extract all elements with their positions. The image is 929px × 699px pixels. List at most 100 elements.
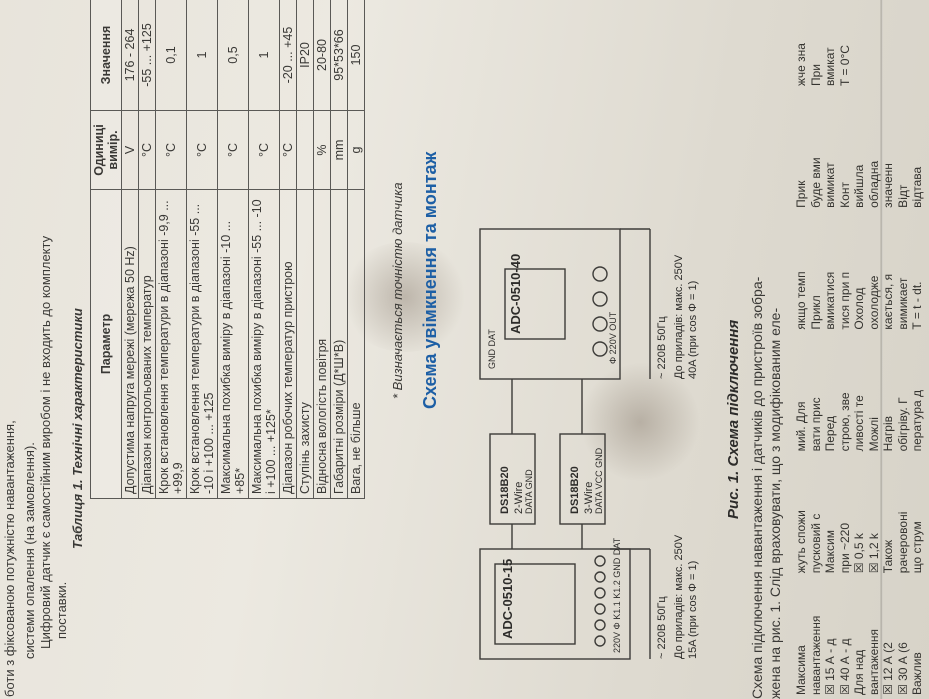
device1-supply-label: ~ 220В 50Гц	[656, 596, 668, 659]
table-row: Відносна вологість повітря%20-80	[313, 0, 331, 499]
table-row: Максимальна похибка виміру в діапазоні -…	[248, 0, 280, 499]
right-strip-line: буде вми	[808, 157, 823, 208]
right-strip-line: ☒ 40 А - д	[837, 638, 852, 695]
sensor2-type: 3-Wire	[583, 482, 595, 514]
table-caption: Таблиця 1. Технічні характеристики	[70, 308, 85, 549]
right-strip-line: рачеровоні	[895, 511, 910, 574]
bottom-line-2: жена на рис. 1. Слід враховувати, що з м…	[767, 307, 783, 699]
table-cell: V	[121, 110, 139, 190]
table-cell: Діапазон робочих температур пристрою	[279, 189, 297, 499]
right-strip-line: жуть спожи	[794, 510, 808, 574]
device1-body	[479, 548, 631, 660]
table-row: Допустима напруга мережі (мережа 50 Hz)V…	[121, 0, 139, 499]
table-cell: 1	[248, 0, 280, 111]
table-cell: 20-80	[313, 0, 331, 111]
right-strip-line: Конт	[837, 182, 852, 208]
table-cell: 150	[347, 0, 365, 111]
table-row: Крок встановлення температури в діапазон…	[155, 0, 187, 499]
device2-supply-label: ~ 220В 50Гц	[656, 316, 668, 379]
dirt-stain	[580, 362, 700, 482]
right-strip-line: вмикатися	[823, 271, 837, 330]
section-title: Схема увімкнення та монтаж	[420, 151, 440, 409]
table-cell: mm	[330, 110, 348, 190]
intro-line-4: поставки.	[54, 581, 69, 639]
right-strip-line: обігріву. Г	[895, 397, 910, 452]
right-strip-line: обладна	[866, 160, 881, 208]
right-strip-line: відтава	[910, 166, 924, 208]
right-strip-line: строю, зве	[837, 392, 852, 452]
right-strip-line: Максима	[794, 645, 808, 695]
intro-line-2: системи опалення (на замовлення).	[22, 442, 37, 659]
table-cell: %	[313, 110, 331, 190]
spec-table: Параметр Одиниці вимір. Значення Допусти…	[90, 0, 365, 499]
right-strip-line: вийшла	[852, 164, 866, 208]
device1-terminals-label: 220V Φ K1.1 K1.2 GND DAT	[612, 537, 622, 653]
table-cell: °С	[217, 110, 249, 190]
table-cell: g	[347, 110, 365, 190]
right-strip-line: Можлі	[866, 417, 881, 452]
table-cell: °С	[186, 110, 218, 190]
table-header-param: Параметр	[90, 189, 122, 499]
sensor1-pins: DATA GND	[524, 469, 534, 514]
right-strip-line: При	[808, 63, 823, 86]
table-cell: 176 - 264	[121, 0, 139, 111]
right-strip-line: вмикат	[823, 47, 837, 86]
table-row: Крок встановлення температури в діапазон…	[186, 0, 218, 499]
table-row: Ступінь захисту IP20	[296, 0, 314, 499]
table-header-units: Одиниці вимір.	[90, 110, 122, 190]
table-footnote: * Визначається точністю датчика	[390, 182, 405, 399]
right-strip-line: вимикает	[895, 277, 910, 330]
sensor2-name: DS18B20	[569, 466, 581, 514]
right-strip-line: ☒ 12 А (2	[881, 642, 895, 695]
table-row: Максимальна похибка виміру в діапазоні -…	[217, 0, 249, 499]
device1-terminal-circles	[594, 555, 606, 647]
device2-note-line1: До приладів: макс. 250V	[673, 254, 685, 379]
right-strip-line: Перед	[823, 416, 837, 452]
right-strip-line: Для над	[852, 649, 866, 695]
right-strip-line: пература д	[910, 389, 924, 452]
right-strip-line: що струм	[910, 521, 924, 574]
device2-body	[479, 228, 621, 380]
device2-terminals-label: GND DAT	[487, 329, 497, 369]
intro-line-1: боти з фіксованою потужністю навантаженн…	[2, 420, 17, 697]
table-cell: Крок встановлення температури в діапазон…	[155, 189, 187, 499]
right-strip-line: Прикл	[808, 295, 823, 330]
right-strip-line: охолодже	[866, 275, 881, 330]
right-strip-line: кається, я	[881, 273, 895, 330]
right-strip-line: Також	[881, 539, 895, 574]
right-strip-line: при ~220	[837, 522, 852, 574]
intro-line-3: Цифровий датчик є самостійним виробом і …	[38, 235, 53, 649]
device2-note-line2: 40A (при cos Φ = 1)	[687, 281, 699, 379]
right-strip-line: T = t - dt.	[910, 281, 924, 330]
table-cell: -20 ... +45	[279, 0, 297, 111]
fingerprint-stain	[340, 242, 470, 352]
right-strip-line: ливості те	[852, 395, 866, 452]
right-strip-line: ☒ 0,5 k	[852, 533, 866, 574]
table-cell: -55 ... +125	[138, 0, 156, 111]
right-strip-line: Нагрів	[881, 415, 895, 452]
table-cell: Вага, не більше	[347, 189, 365, 499]
figure-caption: Рис. 1. Схема підключення	[725, 319, 742, 519]
table-cell: IP20	[296, 0, 314, 111]
right-strip-line: Відт	[895, 184, 910, 208]
table-cell: Відносна вологість повітря	[313, 189, 331, 499]
table-cell: Максимальна похибка виміру в діапазоні -…	[217, 189, 249, 499]
fold-crease	[880, 0, 883, 699]
table-cell: °С	[248, 110, 280, 190]
table-cell: 95*53*66	[330, 0, 348, 111]
table-cell: Ступінь захисту	[296, 189, 314, 499]
device2-display	[504, 268, 566, 340]
table-row: Діапазон контрольованих температур°С-55 …	[138, 0, 156, 499]
table-cell: °С	[155, 110, 187, 190]
right-strip-line: ☒ 30 А (6	[895, 642, 910, 695]
sensor1-type: 2-Wire	[513, 482, 525, 514]
right-strip-line: значенн	[881, 163, 895, 208]
right-strip-line: ☒ 15 А - д	[823, 638, 837, 695]
device2-power-label: Φ 220V OUT	[608, 311, 618, 364]
